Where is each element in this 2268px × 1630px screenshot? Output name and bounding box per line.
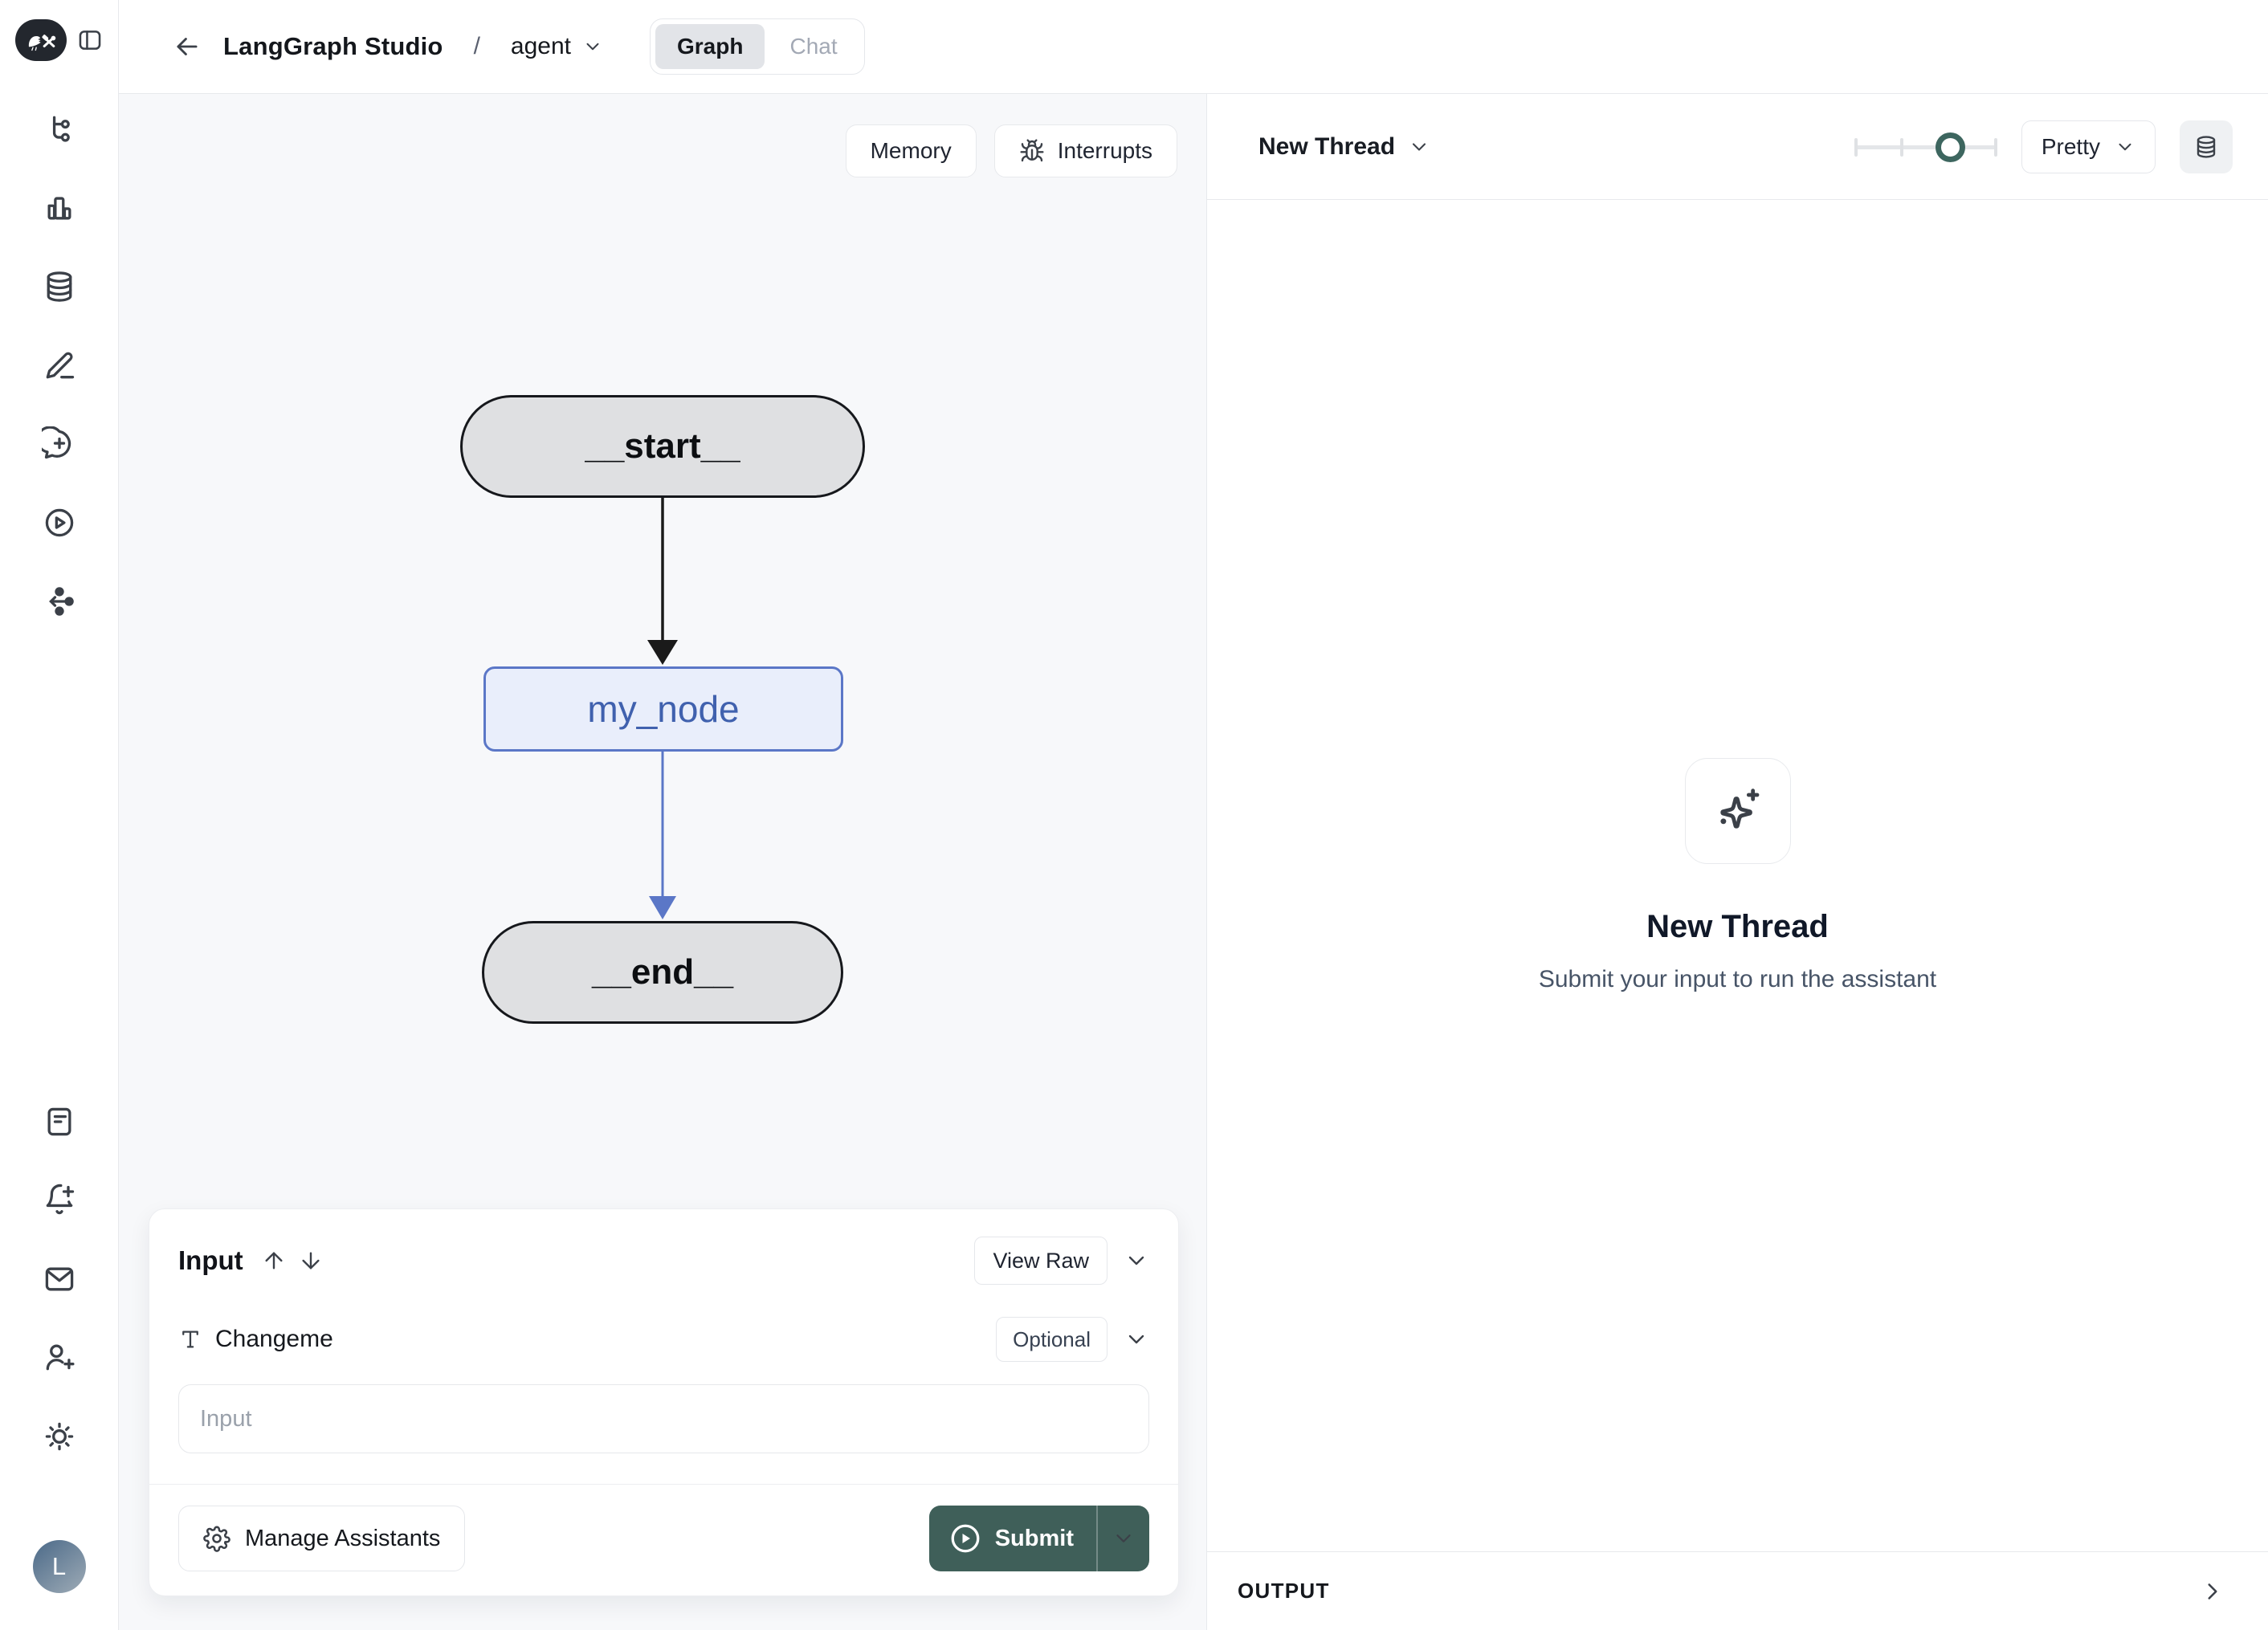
page-title: LangGraph Studio	[223, 32, 443, 60]
output-bar[interactable]: OUTPUT	[1207, 1551, 2268, 1630]
input-panel-title: Input	[178, 1245, 243, 1275]
bug-icon	[1020, 139, 1044, 162]
sidebar: L	[0, 0, 119, 1630]
avatar-initial: L	[51, 1552, 67, 1580]
breadcrumb-separator: /	[473, 33, 480, 59]
tab-graph[interactable]: Graph	[655, 24, 765, 69]
submit-button[interactable]: Submit	[929, 1506, 1096, 1571]
memory-button[interactable]: Memory	[845, 124, 977, 177]
type-icon	[182, 1330, 198, 1348]
sidebar-item-annotate[interactable]	[41, 347, 78, 384]
thread-panel-header: New Thread	[1207, 94, 2268, 200]
chevron-down-icon	[1412, 142, 1426, 151]
manage-assistants-button[interactable]: Manage Assistants	[178, 1506, 466, 1571]
field-chevron-icon[interactable]	[1124, 1326, 1149, 1352]
empty-state-subtitle: Submit your input to run the assistant	[1538, 966, 1937, 992]
scroll-down-icon[interactable]	[298, 1248, 324, 1273]
content-row: Memory Interrupts	[119, 94, 2268, 1630]
graph-canvas[interactable]: Memory Interrupts	[119, 94, 1207, 1630]
field-changeme-row: Changeme Optional	[178, 1317, 1149, 1362]
field-label: Changeme	[215, 1326, 333, 1352]
sidebar-item-invite-user[interactable]	[41, 1339, 78, 1376]
input-panel-header: Input	[178, 1237, 1149, 1285]
thread-panel-controls: Pretty	[1854, 120, 2233, 173]
sidebar-item-graphs[interactable]	[41, 111, 78, 148]
thread-panel: New Thread	[1207, 94, 2268, 1630]
output-label: OUTPUT	[1238, 1579, 1330, 1603]
sidebar-item-deployments[interactable]	[41, 583, 78, 620]
submit-divider	[1096, 1506, 1098, 1571]
thread-empty-state: New Thread Submit your input to run the …	[1207, 200, 2268, 1551]
render-mode-select[interactable]: Pretty	[2021, 120, 2156, 173]
sidebar-item-new-chat[interactable]	[41, 426, 78, 463]
slider-thumb[interactable]	[1936, 132, 1966, 162]
detail-level-slider[interactable]	[1854, 131, 1997, 163]
thread-selector[interactable]: New Thread	[1258, 133, 1430, 161]
graph-node-start[interactable]: __start__	[460, 395, 865, 498]
sidebar-logo-row	[14, 19, 104, 61]
submit-options-chevron-icon[interactable]	[1098, 1506, 1149, 1571]
sparkles-icon	[1719, 789, 1759, 829]
slider-tick	[1854, 137, 1858, 157]
gear-icon	[203, 1526, 230, 1552]
langchain-logo[interactable]	[14, 19, 67, 61]
graph-selector-value: agent	[510, 33, 571, 59]
state-database-button[interactable]	[2180, 120, 2233, 173]
sidebar-item-theme-toggle[interactable]	[41, 1418, 78, 1455]
interrupts-button[interactable]: Interrupts	[993, 124, 1177, 177]
expand-output-chevron-icon[interactable]	[2199, 1578, 2226, 1605]
canvas-toolbar: Memory Interrupts	[845, 124, 1177, 177]
slider-track[interactable]	[1854, 145, 1997, 149]
input-card-divider	[149, 1484, 1178, 1485]
view-mode-tabs: Graph Chat	[650, 18, 865, 75]
graph-node-end[interactable]: __end__	[482, 921, 843, 1024]
optional-badge: Optional	[996, 1317, 1107, 1362]
graph-selector[interactable]: agent	[511, 33, 603, 60]
topbar: LangGraph Studio / agent Graph Chat	[119, 0, 2268, 94]
chevron-down-icon	[2119, 143, 2131, 150]
graph-node-my-node[interactable]: my_node	[483, 666, 843, 752]
chevron-down-icon	[586, 43, 599, 51]
scroll-up-icon[interactable]	[261, 1248, 287, 1273]
input-field[interactable]	[178, 1384, 1149, 1453]
sidebar-nav-top	[41, 111, 78, 620]
submit-button-group: Submit	[928, 1506, 1149, 1571]
sidebar-item-alerts[interactable]	[41, 1182, 78, 1219]
user-avatar[interactable]: L	[32, 1540, 86, 1593]
main-column: LangGraph Studio / agent Graph Chat Memo…	[119, 0, 2268, 1630]
sidebar-item-inbox[interactable]	[41, 1261, 78, 1298]
sparkles-card	[1684, 758, 1791, 864]
sidebar-item-analytics[interactable]	[41, 189, 78, 226]
sidebar-nav-bottom: L	[32, 1103, 86, 1593]
collapse-input-chevron-icon[interactable]	[1124, 1248, 1149, 1273]
play-circle-icon	[951, 1524, 980, 1553]
back-arrow-icon[interactable]	[172, 31, 202, 62]
slider-tick	[1993, 137, 1997, 157]
sidebar-item-playground[interactable]	[41, 504, 78, 541]
input-panel: Input	[149, 1208, 1179, 1596]
empty-state-title: New Thread	[1646, 909, 1829, 944]
tab-chat[interactable]: Chat	[768, 24, 859, 69]
sidebar-item-docs[interactable]	[41, 1103, 78, 1140]
panel-left-toggle-icon[interactable]	[76, 26, 104, 54]
sidebar-item-datasets[interactable]	[41, 268, 78, 305]
view-raw-button[interactable]: View Raw	[974, 1237, 1107, 1285]
input-card-footer: Manage Assistants Submit	[149, 1485, 1178, 1595]
slider-tick	[1899, 137, 1903, 157]
database-icon	[2197, 135, 2216, 158]
